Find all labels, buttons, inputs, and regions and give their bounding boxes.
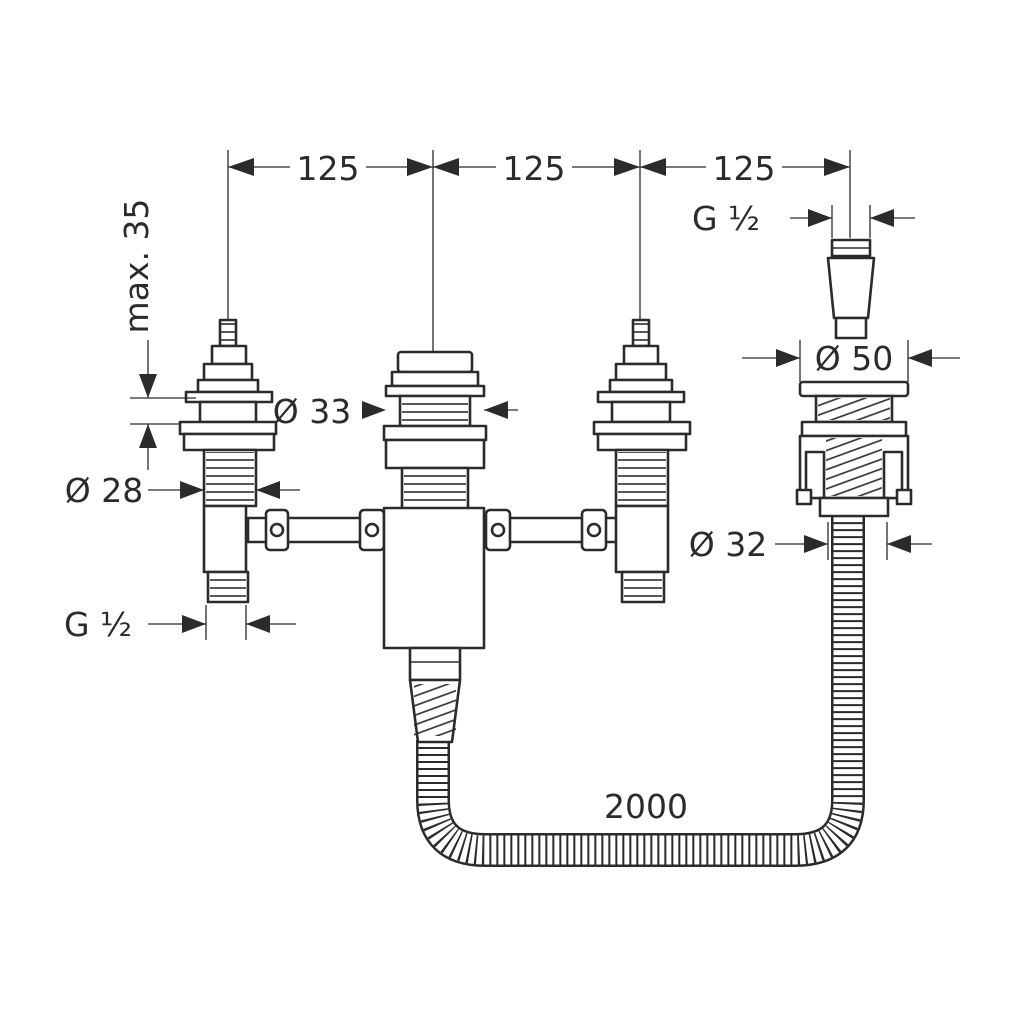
max-depth-dimension — [130, 340, 196, 470]
max-depth-label: max. 35 — [117, 199, 156, 334]
spout-flange-diameter-label: Ø 50 — [815, 339, 893, 378]
spout-thread-dimension — [790, 205, 915, 238]
flexible-hose — [416, 515, 865, 867]
valve-diameter-dimension — [362, 401, 518, 419]
top-dimension-chain — [227, 150, 851, 352]
valve-diameter-label: Ø 33 — [273, 392, 351, 431]
spout-thread-label: G ½ — [692, 199, 760, 238]
spacing-label-1: 125 — [297, 149, 360, 188]
spindle-diameter-label: Ø 28 — [65, 471, 143, 510]
hose-diameter-label: Ø 32 — [689, 525, 767, 564]
left-valve — [178, 318, 278, 604]
hose-diameter-dimension — [775, 522, 932, 560]
spout-flange-dimension — [742, 340, 960, 382]
right-valve — [592, 318, 692, 604]
spout-mounting-body — [795, 380, 913, 518]
center-diverter-valve — [382, 350, 488, 744]
spacing-label-3: 125 — [713, 149, 776, 188]
inlet-thread-dimension — [148, 605, 296, 640]
hose-length-label: 2000 — [604, 787, 688, 826]
inlet-thread-label: G ½ — [64, 605, 132, 644]
spacing-label-2: 125 — [503, 149, 566, 188]
spout-connector — [826, 238, 876, 340]
spindle-diameter-dimension — [148, 481, 300, 499]
